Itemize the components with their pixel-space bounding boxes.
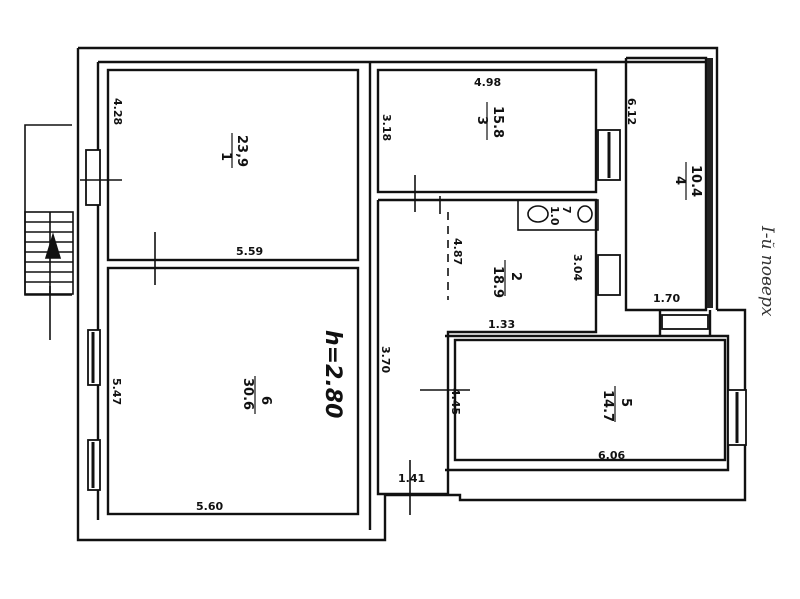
room-7-area: 1.0 xyxy=(548,206,561,226)
staircase xyxy=(24,124,74,340)
bathroom-fixtures xyxy=(517,199,599,231)
dim-room1-width: 4.28 xyxy=(111,98,124,125)
dim-room5-width: 4.45 xyxy=(449,388,462,415)
room-6-area: 30.6 xyxy=(240,378,255,410)
dim-room3-length: 4.98 xyxy=(474,76,501,89)
dim-room2-d: 3.70 xyxy=(379,346,392,373)
windows xyxy=(85,129,747,491)
room-2-number: 2 xyxy=(508,272,523,281)
dim-room6-width: 5.47 xyxy=(110,378,123,405)
dim-room2-b: 3.04 xyxy=(571,254,584,281)
door-marks xyxy=(80,175,470,515)
dim-room2-a: 4.87 xyxy=(451,238,464,265)
dim-room5-length: 6.06 xyxy=(598,449,625,462)
room-1-area: 23,9 xyxy=(234,135,249,167)
floor-label: І-й поверх xyxy=(757,225,777,317)
dim-room4-length: 6.12 xyxy=(625,98,638,125)
room-5-area: 14.7 xyxy=(600,390,615,422)
dim-room2-c: 1.33 xyxy=(488,318,515,331)
dim-room1-length: 5.59 xyxy=(236,245,263,258)
ceiling-height: h=2.80 xyxy=(320,330,345,418)
room-3-area: 15.8 xyxy=(490,106,505,138)
room-5-number: 5 xyxy=(618,398,633,407)
room-2-area: 18.9 xyxy=(490,266,505,298)
room-4-area: 10.4 xyxy=(688,165,703,197)
window-fills xyxy=(91,132,739,488)
dim-room3-width: 3.18 xyxy=(380,114,393,141)
room-7-number: 7 xyxy=(560,206,573,214)
dim-room6-length: 5.60 xyxy=(196,500,223,513)
room-1-number: 1 xyxy=(218,152,233,161)
dim-room2-e: 1.41 xyxy=(398,472,425,485)
room-4-number: 4 xyxy=(672,176,687,185)
walls xyxy=(76,46,747,542)
dim-room4-width: 1.70 xyxy=(653,292,680,305)
room-3-number: 3 xyxy=(474,116,489,125)
thick-wall xyxy=(707,58,713,308)
room-6-number: 6 xyxy=(258,396,273,405)
